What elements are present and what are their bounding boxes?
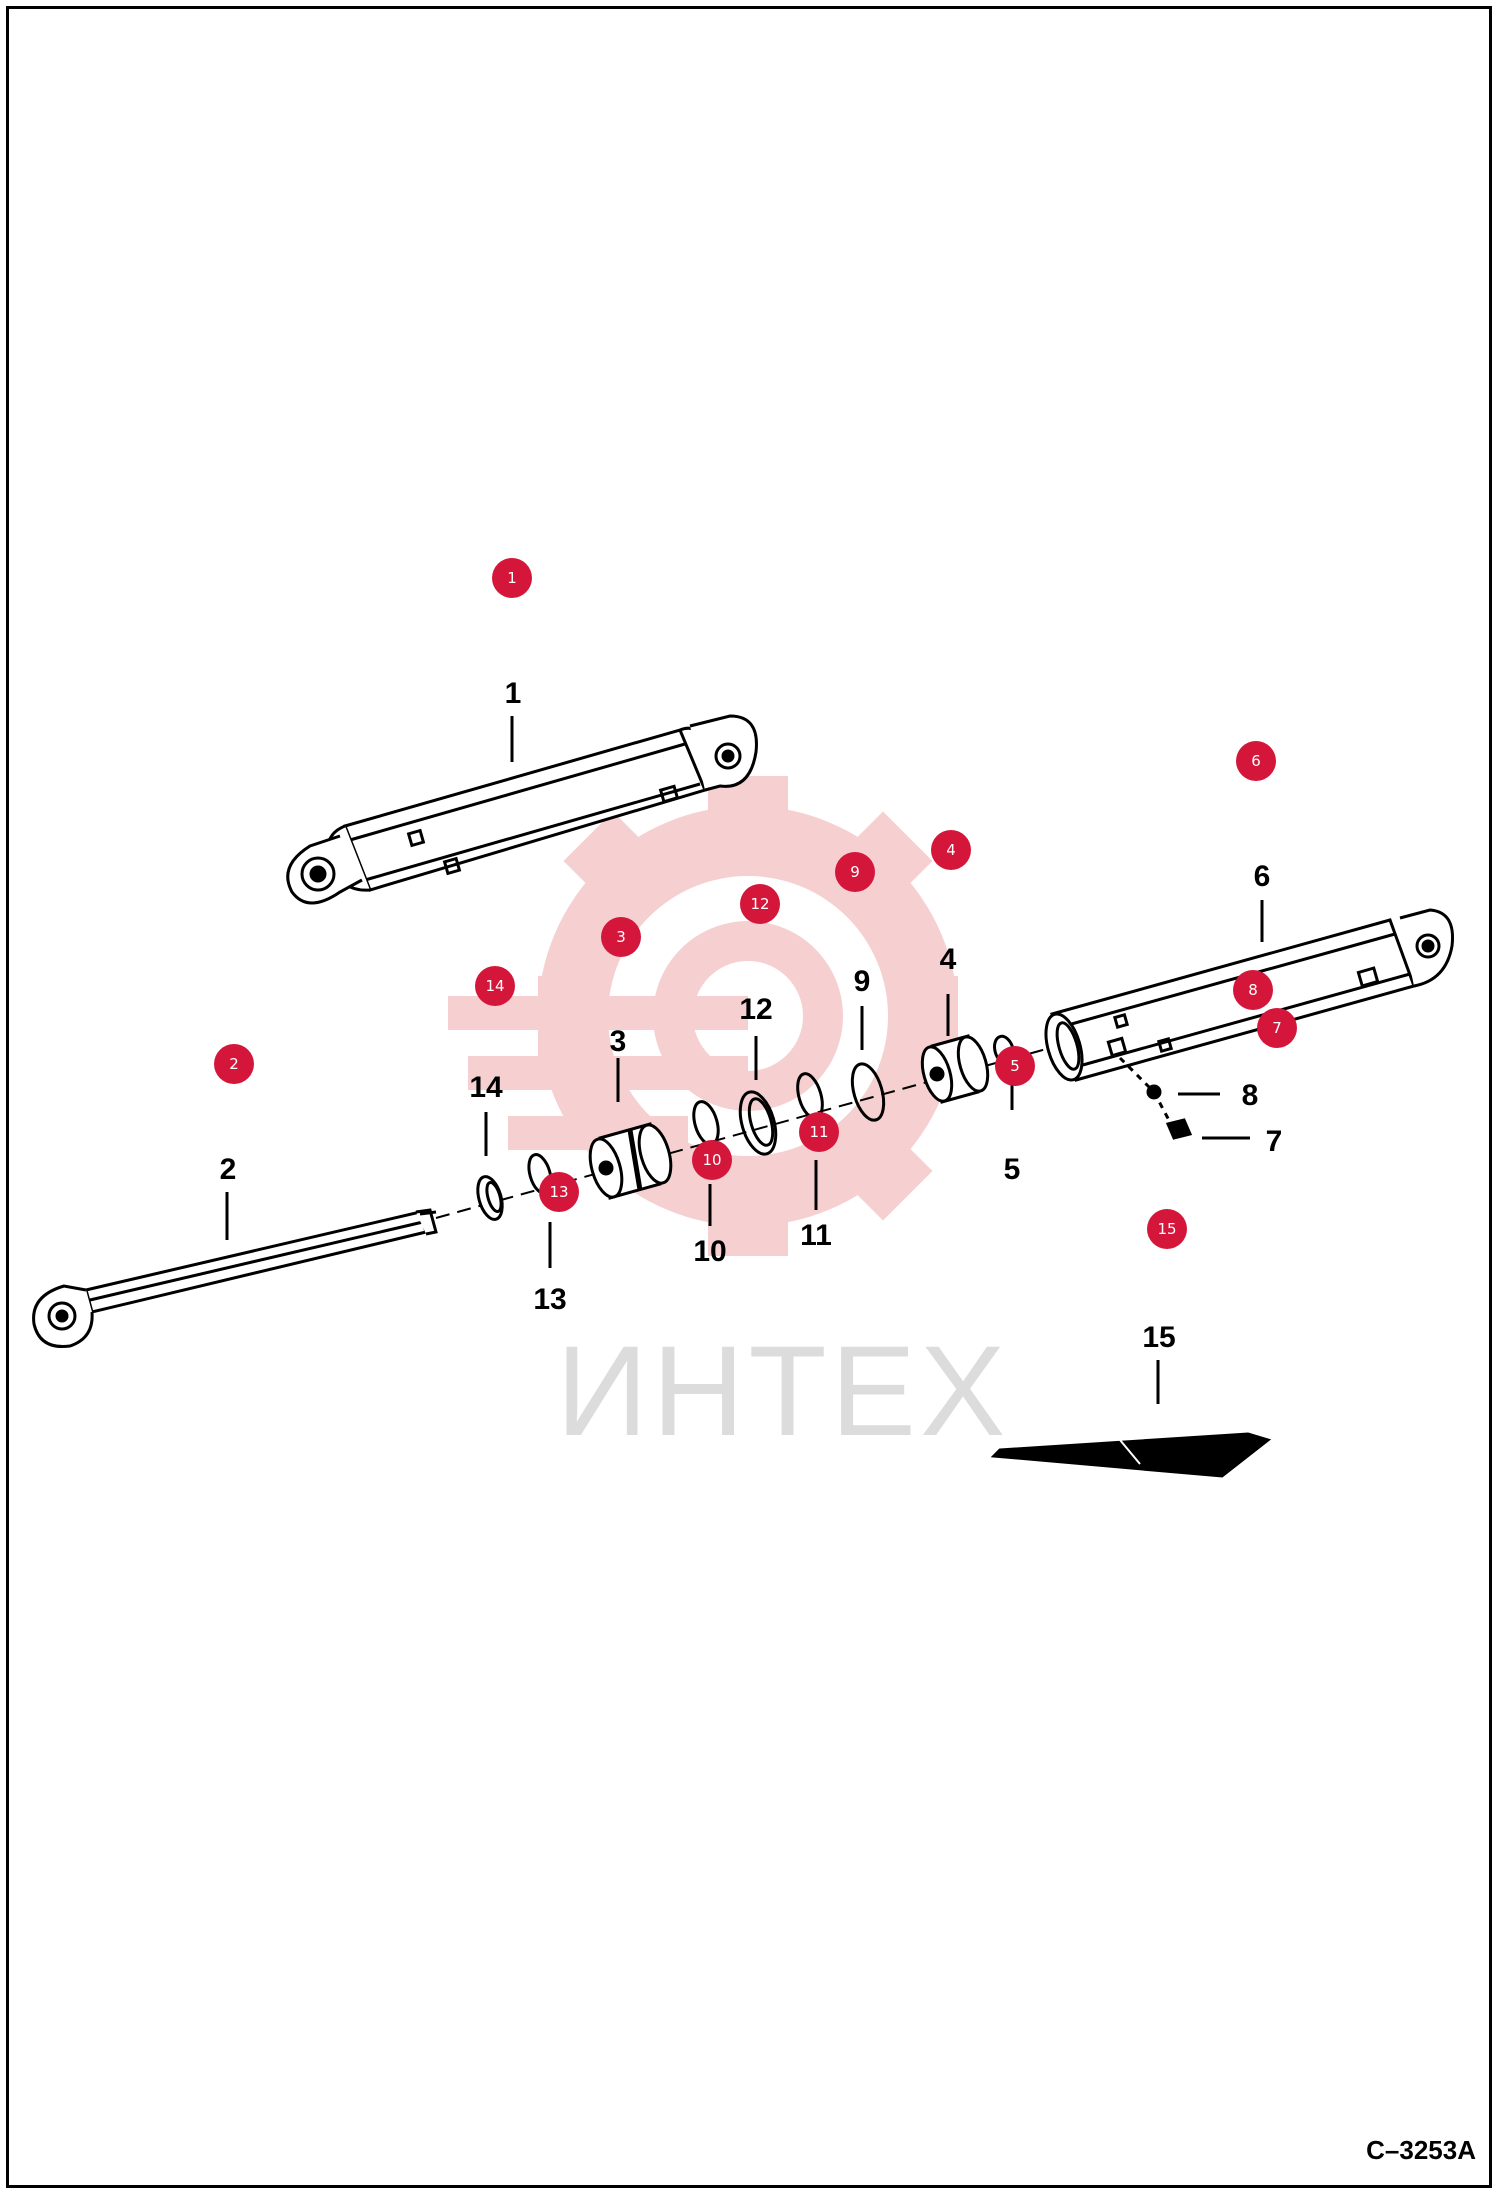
rod-2: [32, 1208, 438, 1349]
hotspot-9[interactable]: 9: [835, 852, 875, 892]
head-3: [588, 1122, 673, 1200]
watermark-text: ИНТЕХ: [556, 1320, 1010, 1463]
callout-15: 15: [1142, 1321, 1176, 1354]
cylinder-assembly-1: [286, 714, 758, 905]
callout-8: 8: [1241, 1079, 1259, 1112]
hotspot-10[interactable]: 10: [692, 1140, 732, 1180]
hotspot-5[interactable]: 5: [995, 1046, 1035, 1086]
hotspot-7[interactable]: 7: [1257, 1008, 1297, 1048]
hotspot-1[interactable]: 1: [492, 558, 532, 598]
callout-13: 13: [533, 1283, 567, 1316]
barrel-6: [1044, 908, 1455, 1082]
hotspot-6[interactable]: 6: [1236, 741, 1276, 781]
callout-6: 6: [1253, 860, 1271, 893]
seal-kit-15: [990, 1432, 1272, 1478]
seal-9: [850, 1062, 886, 1122]
callout-5: 5: [1003, 1153, 1021, 1186]
piston-4: [920, 1034, 990, 1104]
callout-11: 11: [800, 1219, 832, 1252]
hotspot-2[interactable]: 2: [214, 1044, 254, 1084]
callout-7: 7: [1265, 1125, 1283, 1158]
callout-10: 10: [693, 1235, 727, 1268]
hotspot-3[interactable]: 3: [601, 917, 641, 957]
drawing-code: C–3253A: [1366, 2135, 1476, 2165]
callout-2: 2: [219, 1153, 237, 1186]
callout-14: 14: [469, 1071, 503, 1104]
hotspot-12[interactable]: 12: [740, 884, 780, 924]
hotspot-11[interactable]: 11: [799, 1112, 839, 1152]
callout-9: 9: [853, 965, 871, 998]
callout-1: 1: [504, 677, 522, 710]
callout-12: 12: [739, 993, 773, 1026]
hotspot-8[interactable]: 8: [1233, 970, 1273, 1010]
callout-3: 3: [609, 1025, 627, 1058]
hotspot-4[interactable]: 4: [931, 830, 971, 870]
hotspot-13[interactable]: 13: [539, 1172, 579, 1212]
backup-ring-12: [738, 1090, 778, 1156]
hotspot-15[interactable]: 15: [1147, 1209, 1187, 1249]
hotspot-14[interactable]: 14: [475, 966, 515, 1006]
callout-4: 4: [939, 943, 957, 976]
fitting-7: [1165, 1118, 1193, 1140]
